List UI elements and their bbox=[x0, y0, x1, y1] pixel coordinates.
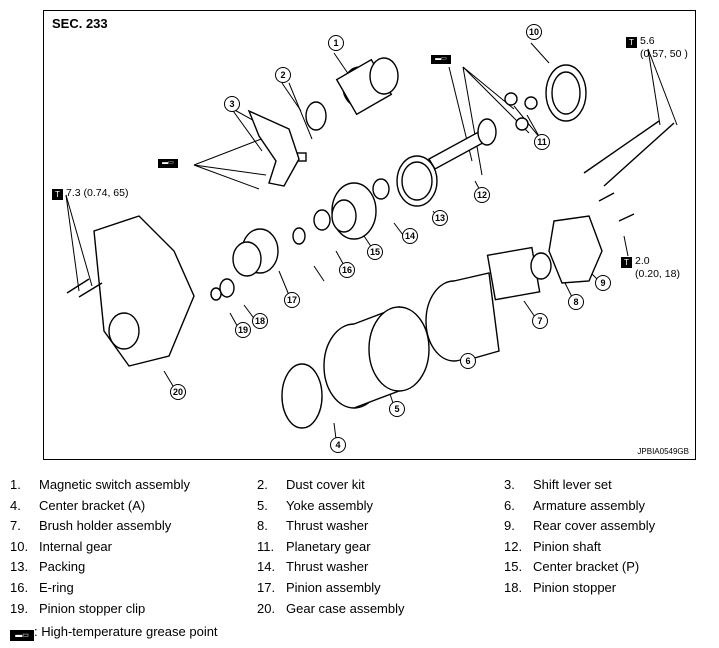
callout-4: 4 bbox=[330, 437, 346, 453]
callout-9: 9 bbox=[595, 275, 611, 291]
callout-10: 10 bbox=[526, 24, 542, 40]
callout-5: 5 bbox=[389, 401, 405, 417]
callout-3: 3 bbox=[224, 96, 240, 112]
torque-value: 2.0 bbox=[635, 255, 650, 267]
torque-wrench-icon: T bbox=[621, 257, 632, 268]
torque-wrench-icon: T bbox=[626, 37, 637, 48]
callout-11: 11 bbox=[534, 134, 550, 150]
callout-1: 1 bbox=[328, 35, 344, 51]
grease-point-icon: ▬▭ bbox=[158, 159, 178, 168]
callout-20: 20 bbox=[170, 384, 186, 400]
grease-point-icon: ▬▭ bbox=[10, 630, 34, 641]
torque-sub-value: (0.57, 50 ) bbox=[640, 48, 688, 60]
torque-value: 5.6 bbox=[640, 35, 655, 47]
grease-point-icon: ▬▭ bbox=[431, 55, 451, 64]
torque-wrench-icon: T bbox=[52, 189, 63, 200]
callout-13: 13 bbox=[432, 210, 448, 226]
callout-8: 8 bbox=[568, 294, 584, 310]
torque-sub-value: (0.20, 18) bbox=[635, 268, 680, 280]
torque-value: 7.3 (0.74, 65) bbox=[66, 187, 129, 199]
callout-6: 6 bbox=[460, 353, 476, 369]
figure-id: JPBIA0549GB bbox=[637, 447, 689, 456]
starter-motor-exploded-drawing bbox=[65, 42, 678, 440]
callout-17: 17 bbox=[284, 292, 300, 308]
callout-18: 18 bbox=[252, 313, 268, 329]
section-title: SEC. 233 bbox=[52, 16, 108, 31]
grease-note-text: : High-temperature grease point bbox=[34, 624, 218, 639]
callout-15: 15 bbox=[367, 244, 383, 260]
grease-legend: ▬▭: High-temperature grease point bbox=[10, 623, 218, 641]
callout-12: 12 bbox=[474, 187, 490, 203]
callout-14: 14 bbox=[402, 228, 418, 244]
callout-19: 19 bbox=[235, 322, 251, 338]
callout-7: 7 bbox=[532, 313, 548, 329]
callout-2: 2 bbox=[275, 67, 291, 83]
callout-16: 16 bbox=[339, 262, 355, 278]
